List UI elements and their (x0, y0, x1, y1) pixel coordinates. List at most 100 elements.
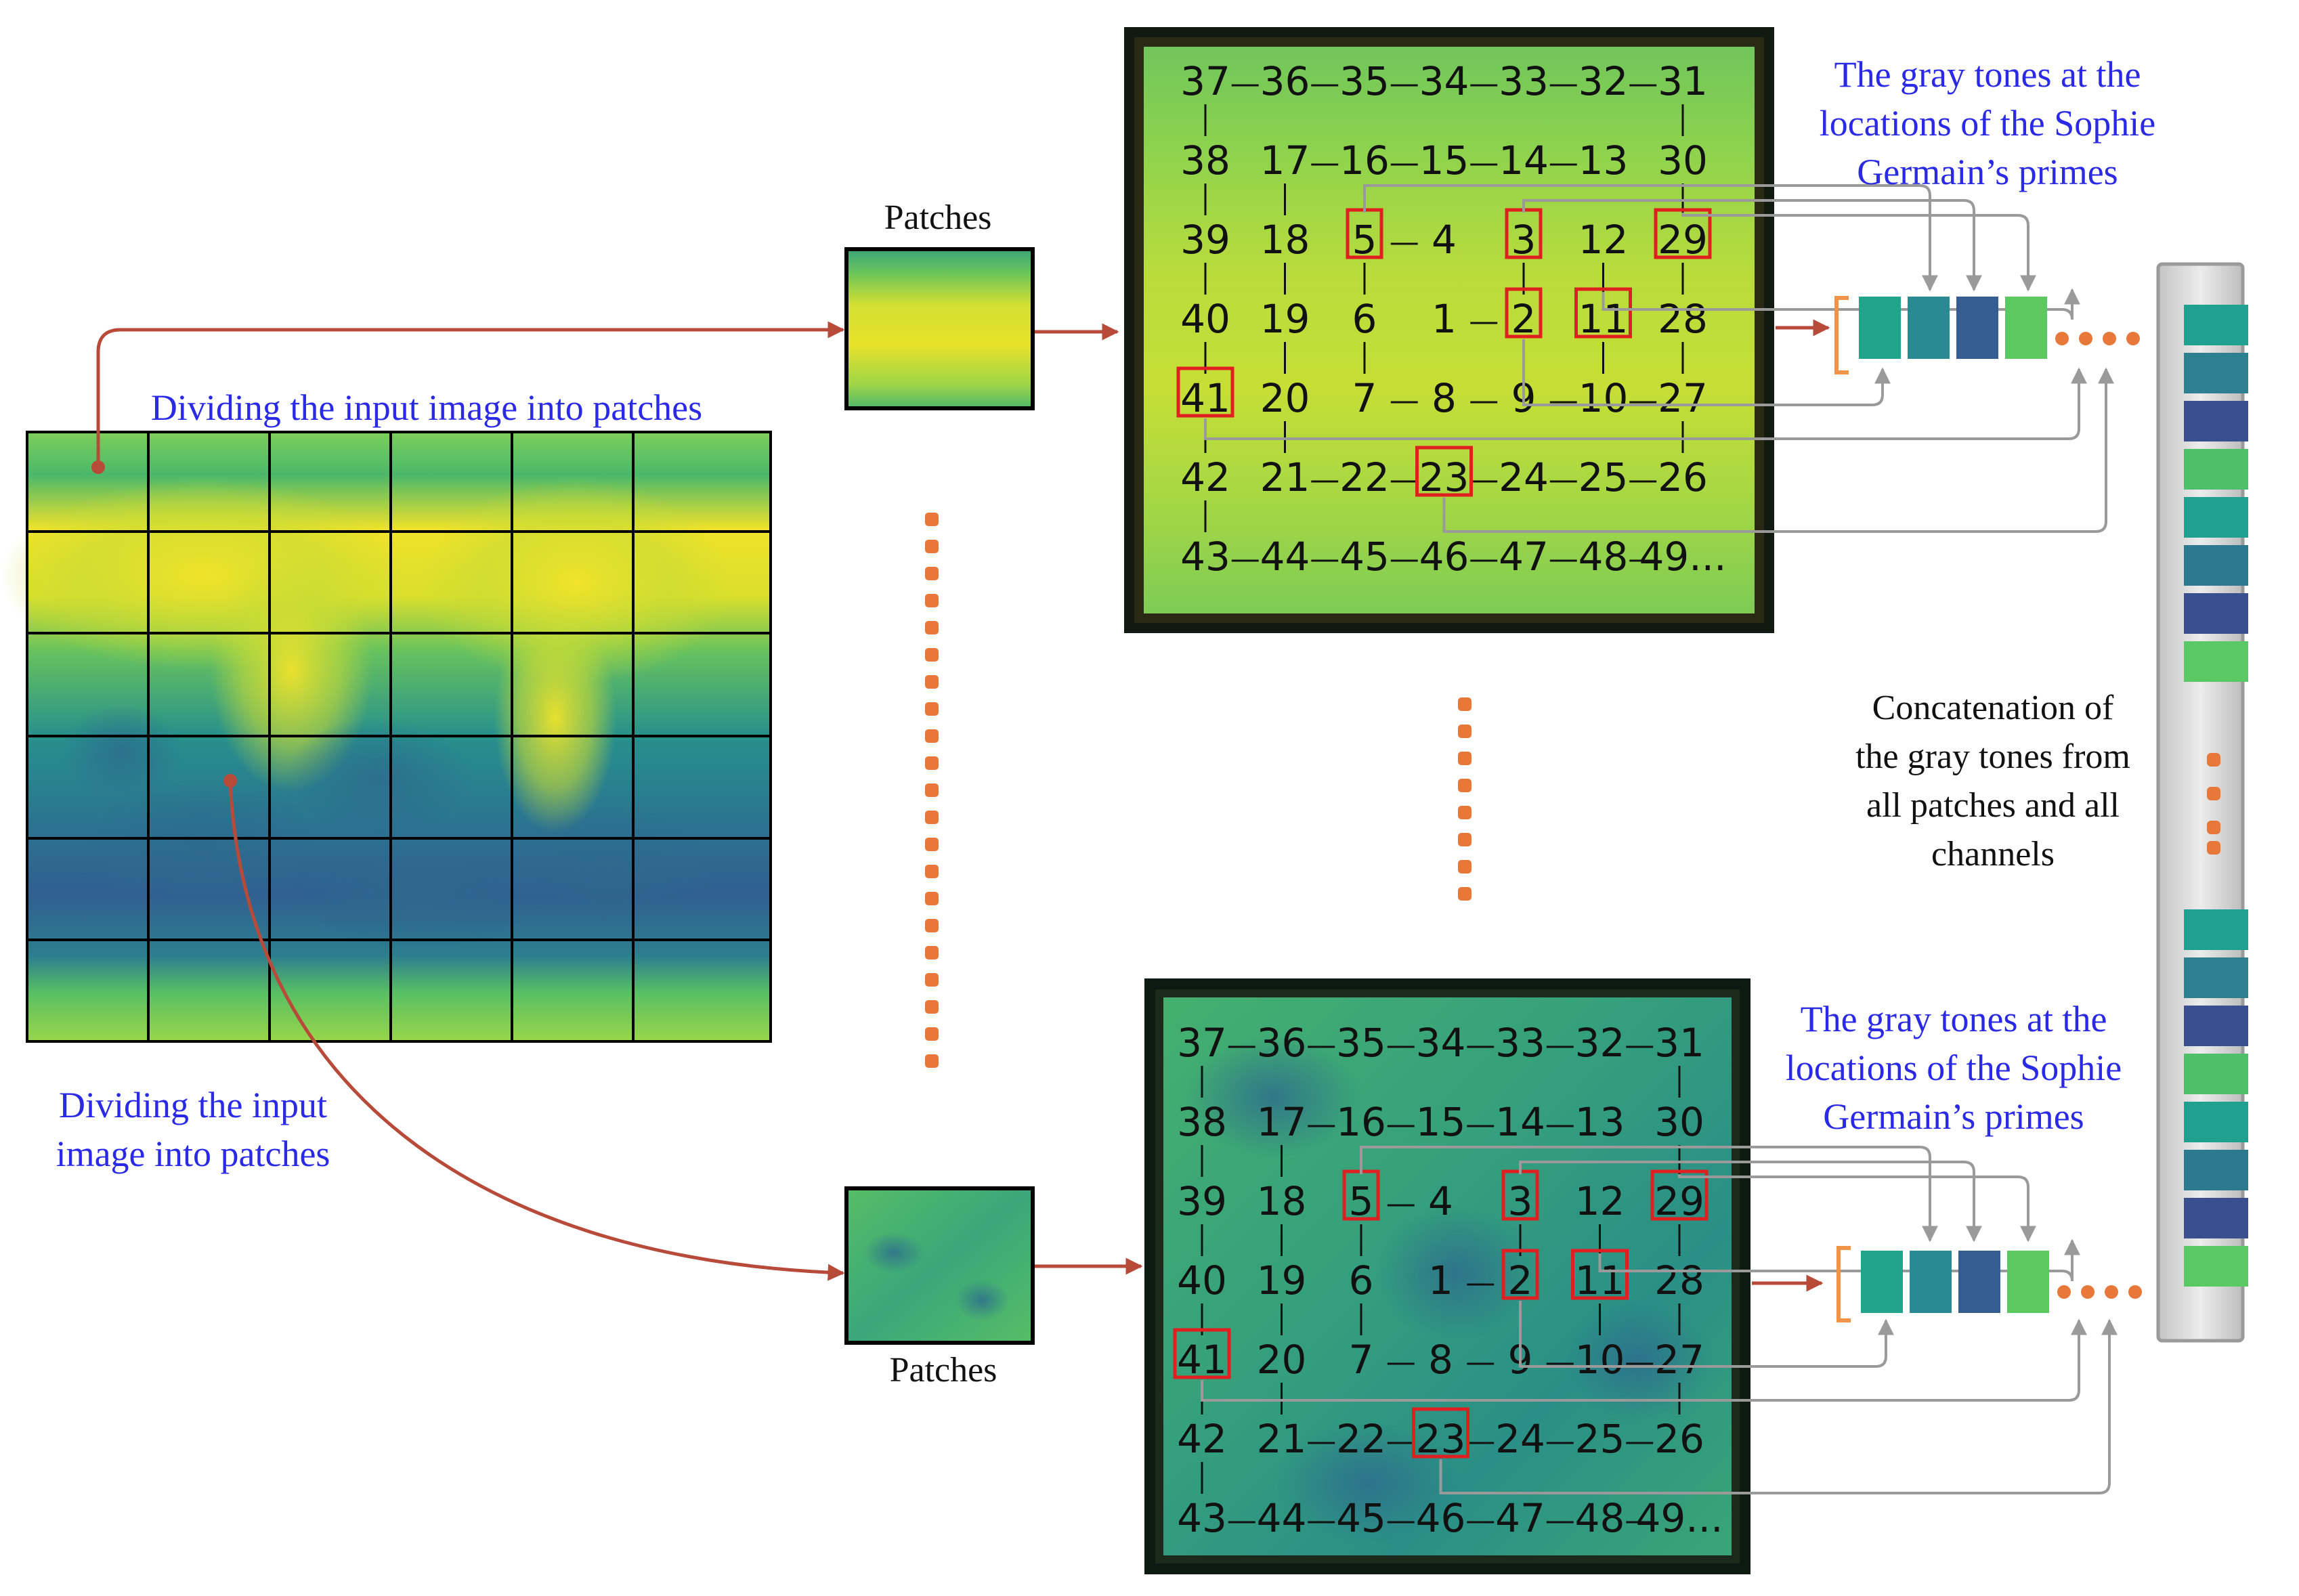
spiral-cell: 12 (1578, 217, 1629, 263)
spiral-cell: 21 (1260, 454, 1310, 500)
spiral-cell: 47 (1499, 534, 1549, 580)
concat-swatch (2184, 497, 2248, 538)
spiral-cell: 13 (1575, 1099, 1625, 1145)
spiral-cell: 15 (1419, 137, 1469, 184)
spiral-cell: 42 (1177, 1416, 1227, 1462)
spiral-cell: 45 (1339, 534, 1390, 580)
prime-highlight-box (1176, 366, 1234, 418)
prime-highlight-box (1415, 446, 1473, 497)
spiral-cell: 28 (1654, 1257, 1704, 1303)
concat-swatch (2184, 545, 2248, 586)
prime-highlight-box (1654, 208, 1712, 259)
spiral-cell: 27 (1654, 1337, 1704, 1383)
spiral-cell: 26 (1654, 1416, 1704, 1462)
spiral-cell: 18 (1257, 1178, 1307, 1224)
spiral-cell: 44 (1260, 534, 1310, 580)
feature-vector-top (1834, 296, 2140, 374)
concat-swatch (2184, 641, 2248, 682)
spiral-cell: 36 (1257, 1020, 1307, 1066)
feature-swatch (1859, 297, 1901, 359)
concatenation-caption-line3: all patches and all (1866, 786, 2120, 825)
spiral-cell: 27 (1658, 375, 1708, 421)
spiral-cell: 37 (1177, 1020, 1227, 1066)
dividing-caption-top: Dividing the input image into patches (151, 387, 702, 428)
spiral-cell: 34 (1416, 1020, 1466, 1066)
spiral-cell: 6 (1352, 296, 1377, 342)
spiral-cell: 33 (1499, 58, 1549, 104)
spiral-cell: 49... (1639, 534, 1726, 580)
concatenation-caption-line1: Concatenation of (1872, 689, 2114, 727)
spiral-cell: 19 (1257, 1257, 1307, 1303)
prime-cell-23: 23 (1416, 1416, 1466, 1462)
spiral-cell: 13 (1578, 137, 1629, 184)
spiral-connectors (1204, 84, 1684, 562)
spiral-cell: 22 (1339, 454, 1390, 500)
gray-tones-caption-top-line1: The gray tones at the (1834, 54, 2141, 95)
spiral-cell: 43 (1177, 1495, 1227, 1541)
patches-label-bottom: Patches (890, 1351, 997, 1389)
spiral-cell: 33 (1495, 1020, 1545, 1066)
spiral-cell: 7 (1352, 375, 1377, 421)
spiral-cell: 26 (1658, 454, 1708, 500)
spiral-cell: 31 (1654, 1020, 1704, 1066)
feature-swatch (2007, 1251, 2049, 1313)
spiral-cell: 30 (1658, 137, 1708, 184)
bracket-icon (1836, 1246, 1851, 1322)
ellipsis-dots-middle (1458, 697, 1471, 901)
prime-cell-5: 5 (1349, 1178, 1374, 1224)
feature-swatch (1958, 1251, 2000, 1313)
concat-swatch (2184, 1198, 2248, 1238)
concat-swatch (2184, 909, 2248, 950)
spiral-cell: 16 (1339, 137, 1390, 184)
prime-cell-41: 41 (1177, 1337, 1227, 1383)
spiral-cell: 28 (1658, 296, 1708, 342)
spiral-cell: 1 (1428, 1257, 1453, 1303)
concat-swatch (2184, 353, 2248, 393)
dividing-caption-bottom-line1: Dividing the input (59, 1085, 327, 1125)
feature-swatch (1956, 297, 1998, 359)
spiral-cell: 30 (1654, 1099, 1704, 1145)
spiral-cell: 7 (1349, 1337, 1374, 1383)
spiral-cell: 18 (1260, 217, 1310, 263)
spiral-cell: 20 (1260, 375, 1310, 421)
spiral-cell: 17 (1257, 1099, 1307, 1145)
concat-swatch (2184, 1006, 2248, 1046)
spiral-cell: 42 (1180, 454, 1230, 500)
prime-cell-2: 2 (1508, 1257, 1533, 1303)
gray-routing-arrows (1204, 184, 2114, 533)
prime-cell-29: 29 (1654, 1178, 1704, 1224)
gray-tones-caption-bottom-line3: Germain’s primes (1823, 1096, 2084, 1137)
spiral-cell: 20 (1257, 1337, 1307, 1383)
spiral-cell: 45 (1336, 1495, 1386, 1541)
gray-tones-caption-bottom-line1: The gray tones at the (1801, 999, 2107, 1039)
spiral-cell: 39 (1177, 1178, 1227, 1224)
spiral-cell: 12 (1575, 1178, 1625, 1224)
spiral-cell: 48 (1575, 1495, 1625, 1541)
feature-swatch (2005, 297, 2047, 359)
spiral-cell: 43 (1180, 534, 1230, 580)
gray-tones-caption-top-line3: Germain’s primes (1857, 152, 2118, 192)
concat-swatch (2184, 1054, 2248, 1094)
spiral-cell: 19 (1260, 296, 1310, 342)
spiral-cell: 39 (1180, 217, 1230, 263)
spiral-cell: 15 (1416, 1099, 1466, 1145)
spiral-cell: 36 (1260, 58, 1310, 104)
spiral-cell: 35 (1336, 1020, 1386, 1066)
spiral-cell: 31 (1658, 58, 1708, 104)
spiral-cell: 37 (1180, 58, 1230, 104)
concat-swatch (2184, 593, 2248, 634)
spiral-cell: 40 (1177, 1257, 1227, 1303)
spiral-cell: 4 (1432, 217, 1457, 263)
gray-tones-caption-top-line2: locations of the Sophie (1820, 103, 2155, 144)
concat-swatch (2184, 957, 2248, 998)
prime-highlight-box (1505, 287, 1543, 339)
input-image (0, 431, 772, 1043)
vector-ellipsis-bottom (2057, 1285, 2142, 1299)
concatenation-caption-line4: channels (1931, 835, 2055, 874)
prime-highlight-box (1501, 1249, 1539, 1300)
concat-swatch (2184, 1102, 2248, 1142)
spiral-cell: 10 (1575, 1337, 1625, 1383)
column-ellipsis (2207, 753, 2220, 855)
spiral-cell: 14 (1495, 1099, 1545, 1145)
